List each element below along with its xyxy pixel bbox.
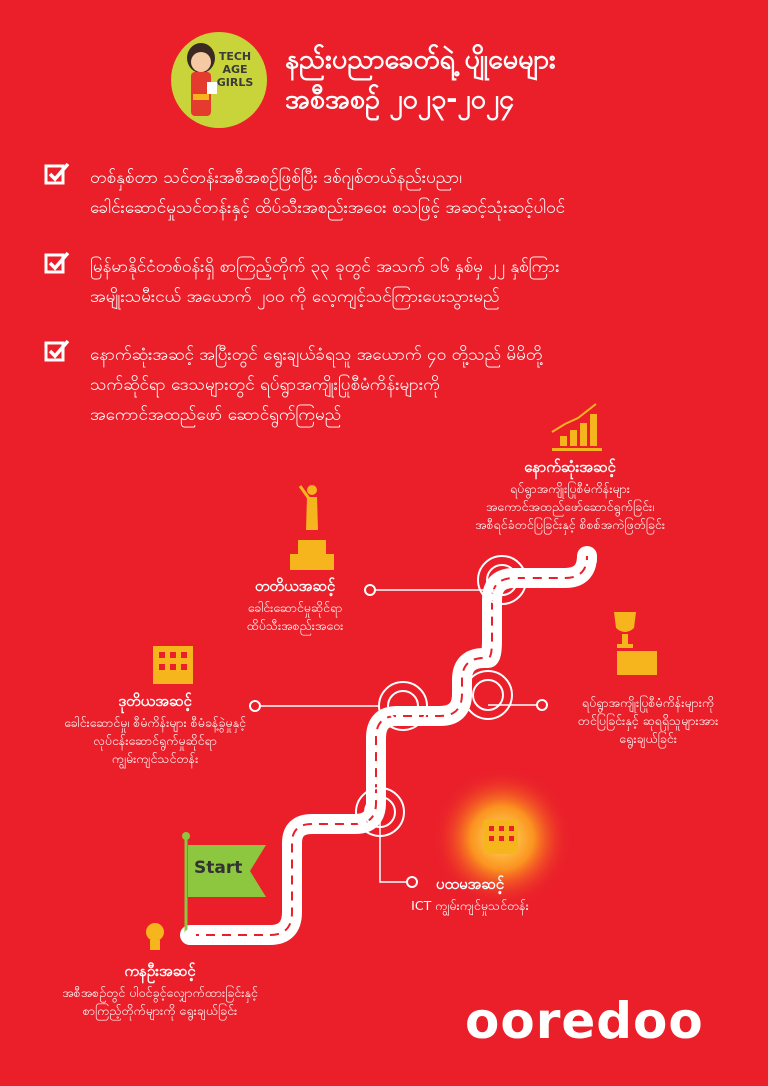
trophy-icon: [614, 612, 657, 675]
stage-second-desc-3: ကျွမ်းကျင်သင်တန်း: [111, 751, 199, 766]
stage-first-title: ပထမအဆင့်: [435, 875, 505, 893]
lightbulb-icon: [146, 923, 164, 950]
stage-third-desc-1: ခေါင်းဆောင်မှုဆိုင်ရာ: [247, 600, 343, 615]
title-line-2: အစီအစဉ် ၂၀၂၃-၂၀၂၄: [285, 84, 515, 115]
stage-selection-desc-2: တင်ပြခြင်းနှင့် ဆုရရှိသူများအား: [577, 713, 719, 728]
bullet-1-line-1: တစ်နှစ်တာ သင်တန်းအစီအစဉ်ဖြစ်ပြီး ဒစ်ဂျစ်…: [90, 168, 462, 188]
stage-final-desc-2: အကောင်အထည်ဖော်ဆောင်ရွက်ခြင်း၊: [485, 499, 655, 514]
bullet-3-line-1: နောက်ဆုံးအဆင့် အပြီးတွင် ရွေးချယ်ခံရသူ အ…: [90, 345, 543, 365]
bullet-3-line-2: သက်ဆိုင်ရာ ဒေသများတွင် ရပ်ရွာအကျိုးပြုစီ…: [90, 375, 440, 395]
stage-second: ဒုတိယအဆင့် ခေါင်းဆောင်မှု၊ စီမံကိန်းများ…: [40, 692, 270, 768]
start-flag-icon: [188, 845, 266, 897]
stage-initial-desc-1: အစီအစဉ်တွင် ပါဝင်ခွင့်လျှောက်ထားခြင်းနှင…: [62, 985, 258, 1000]
stage-third-title: တတိယအဆင့်: [254, 577, 336, 595]
office-building-icon: [153, 646, 193, 684]
building-icon: [484, 820, 518, 854]
ooredoo-logo: ooredoo: [465, 992, 704, 1050]
stage-final-desc-1: ရပ်ရွာအကျိုးပြုစီမံကိန်းများ: [510, 481, 630, 496]
stage-final-desc-3: အစီရင်ခံတင်ပြခြင်းနှင့် စိစစ်အကဲဖြတ်ခြင်…: [474, 517, 666, 532]
tech-age-girls-logo: [171, 32, 267, 128]
bullet-2-line-1: မြန်မာနိုင်ငံတစ်ဝန်းရှိ စာကြည့်တိုက် ၃၃ …: [90, 257, 560, 277]
stage-initial-title: ကနဦးအဆင့်: [124, 962, 196, 980]
stage-third-desc-2: ထိပ်သီးအစည်းအဝေး: [246, 618, 344, 633]
title-line-1: နည်းပညာခေတ်ရဲ့ ပျိုမေများ: [285, 44, 556, 75]
girl-illustration-icon: [187, 43, 217, 116]
stage-second-desc-2: လုပ်ငန်းဆောင်ရွက်မှုဆိုင်ရာ: [93, 733, 217, 748]
stage-selection: ရပ်ရွာအကျိုးပြုစီမံကိန်းများကို တင်ပြခြင…: [548, 694, 748, 748]
checkbox-icon: [44, 161, 70, 187]
bullet-2-line-2: အမျိုးသမီးငယ် အယောက် ၂၀၀ ကို လေ့ကျင့်သင်…: [90, 287, 500, 307]
stage-second-desc-1: ခေါင်းဆောင်မှု၊ စီမံကိန်းများ စီမံခန့်ခွ…: [64, 715, 246, 730]
logo-line-2: AGE: [222, 63, 248, 76]
stage-first: ပထမအဆင့် ICT ကျွမ်းကျင်မှုသင်တန်း: [390, 875, 550, 915]
bullet-2: မြန်မာနိုင်ငံတစ်ဝန်းရှိ စာကြည့်တိုက် ၃၃ …: [90, 252, 750, 312]
stage-initial: ကနဦးအဆင့် အစီအစဉ်တွင် ပါဝင်ခွင့်လျှောက်ထ…: [0, 962, 320, 1020]
bullet-1: တစ်နှစ်တာ သင်တန်းအစီအစဉ်ဖြစ်ပြီး ဒစ်ဂျစ်…: [90, 163, 750, 223]
stage-final: နောက်ဆုံးအဆင့် ရပ်ရွာအကျိုးပြုစီမံကိန်းမ…: [420, 458, 720, 534]
logo-badge-text: TECH AGE GIRLS: [206, 50, 264, 89]
stage-selection-desc-3: ရွေးချယ်ခြင်း: [619, 731, 677, 746]
checkbox-icon: [44, 338, 70, 364]
logo-line-1: TECH: [218, 50, 252, 63]
stage-second-title: ဒုတိယအဆင့်: [118, 692, 192, 710]
page-title: နည်းပညာခေတ်ရဲ့ ပျိုမေများ အစီအစဉ် ၂၀၂၃-၂…: [285, 40, 556, 120]
start-label: Start: [194, 858, 243, 878]
bullet-3: နောက်ဆုံးအဆင့် အပြီးတွင် ရွေးချယ်ခံရသူ အ…: [90, 340, 750, 430]
stage-third: တတိယအဆင့် ခေါင်းဆောင်မှုဆိုင်ရာ ထိပ်သီးအ…: [230, 577, 360, 635]
stage-initial-desc-2: စာကြည့်တိုက်များကို ရွေးချယ်ခြင်း: [82, 1003, 238, 1018]
bullet-1-line-2: ခေါင်းဆောင်မှုသင်တန်းနှင့် ထိပ်သီးအစည်းအ…: [90, 198, 566, 218]
bullet-3-line-3: အကောင်အထည်ဖော် ဆောင်ရွက်ကြမည်: [90, 405, 342, 425]
stage-final-title: နောက်ဆုံးအဆင့်: [524, 458, 616, 476]
winner-podium-icon: [290, 485, 334, 570]
stage-selection-desc-1: ရပ်ရွာအကျိုးပြုစီမံကိန်းများကို: [581, 695, 715, 710]
stage-first-desc-1: ICT ကျွမ်းကျင်မှုသင်တန်း: [411, 898, 529, 913]
logo-line-3: GIRLS: [216, 76, 254, 89]
checkbox-icon: [44, 250, 70, 276]
growth-chart-icon: [551, 403, 602, 451]
